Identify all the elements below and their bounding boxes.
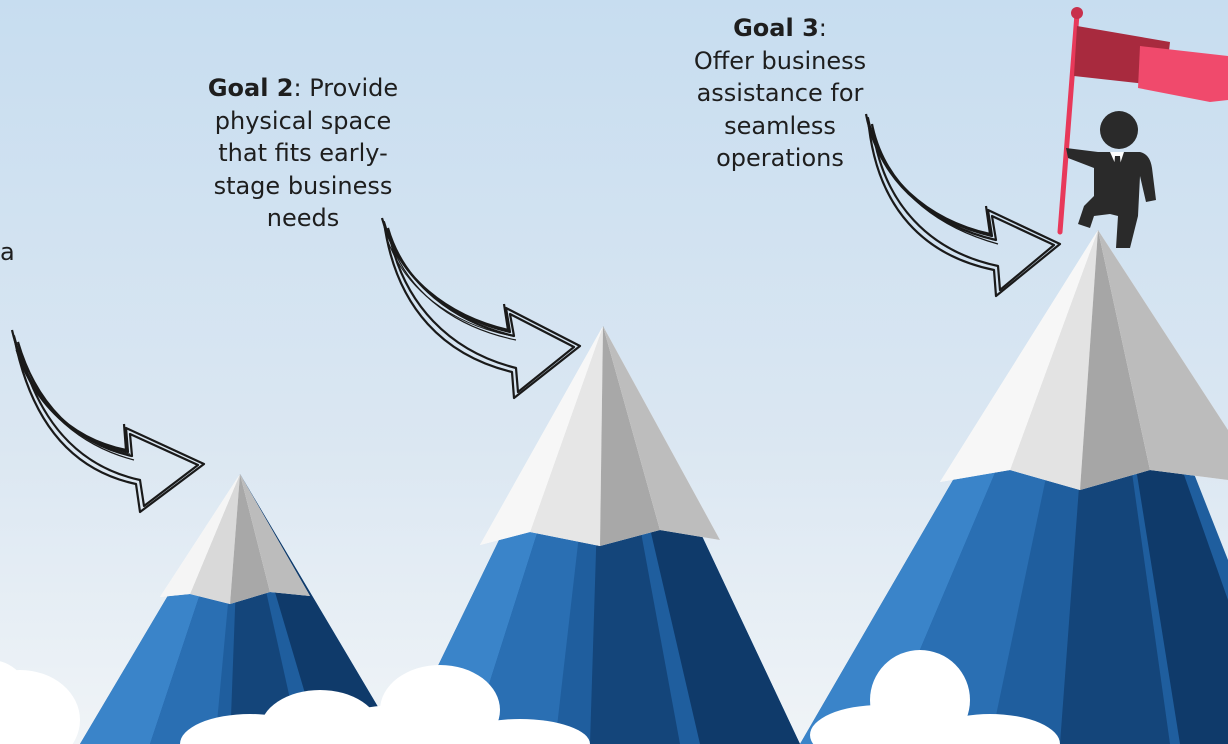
clouds	[0, 650, 1060, 744]
goal-2-title: Goal 2	[207, 74, 294, 102]
hand-drawn-arrow-icon-2	[380, 217, 582, 400]
goal-1-text-fragment: a	[0, 238, 15, 266]
goal-2-separator: :	[293, 74, 302, 102]
flag-icon	[1057, 7, 1228, 235]
goal-2-description: Provide physical space that fits early-s…	[213, 74, 399, 232]
hand-drawn-arrow-icon-3	[864, 113, 1062, 298]
mountain-2	[400, 326, 800, 744]
climber-icon	[1066, 111, 1156, 248]
goal-3-separator: :	[818, 14, 827, 42]
goal-2-label: Goal 2: Provide physical space that fits…	[196, 72, 410, 235]
goal-3-label: Goal 3: Offer business assistance for sea…	[672, 12, 888, 175]
mountain-1	[80, 474, 400, 744]
hand-drawn-arrow-icon-1	[10, 329, 206, 514]
goal-3-description: Offer business assistance for seamless o…	[693, 46, 867, 173]
mountain-3	[800, 230, 1228, 744]
goal-3-title: Goal 3	[733, 14, 819, 42]
